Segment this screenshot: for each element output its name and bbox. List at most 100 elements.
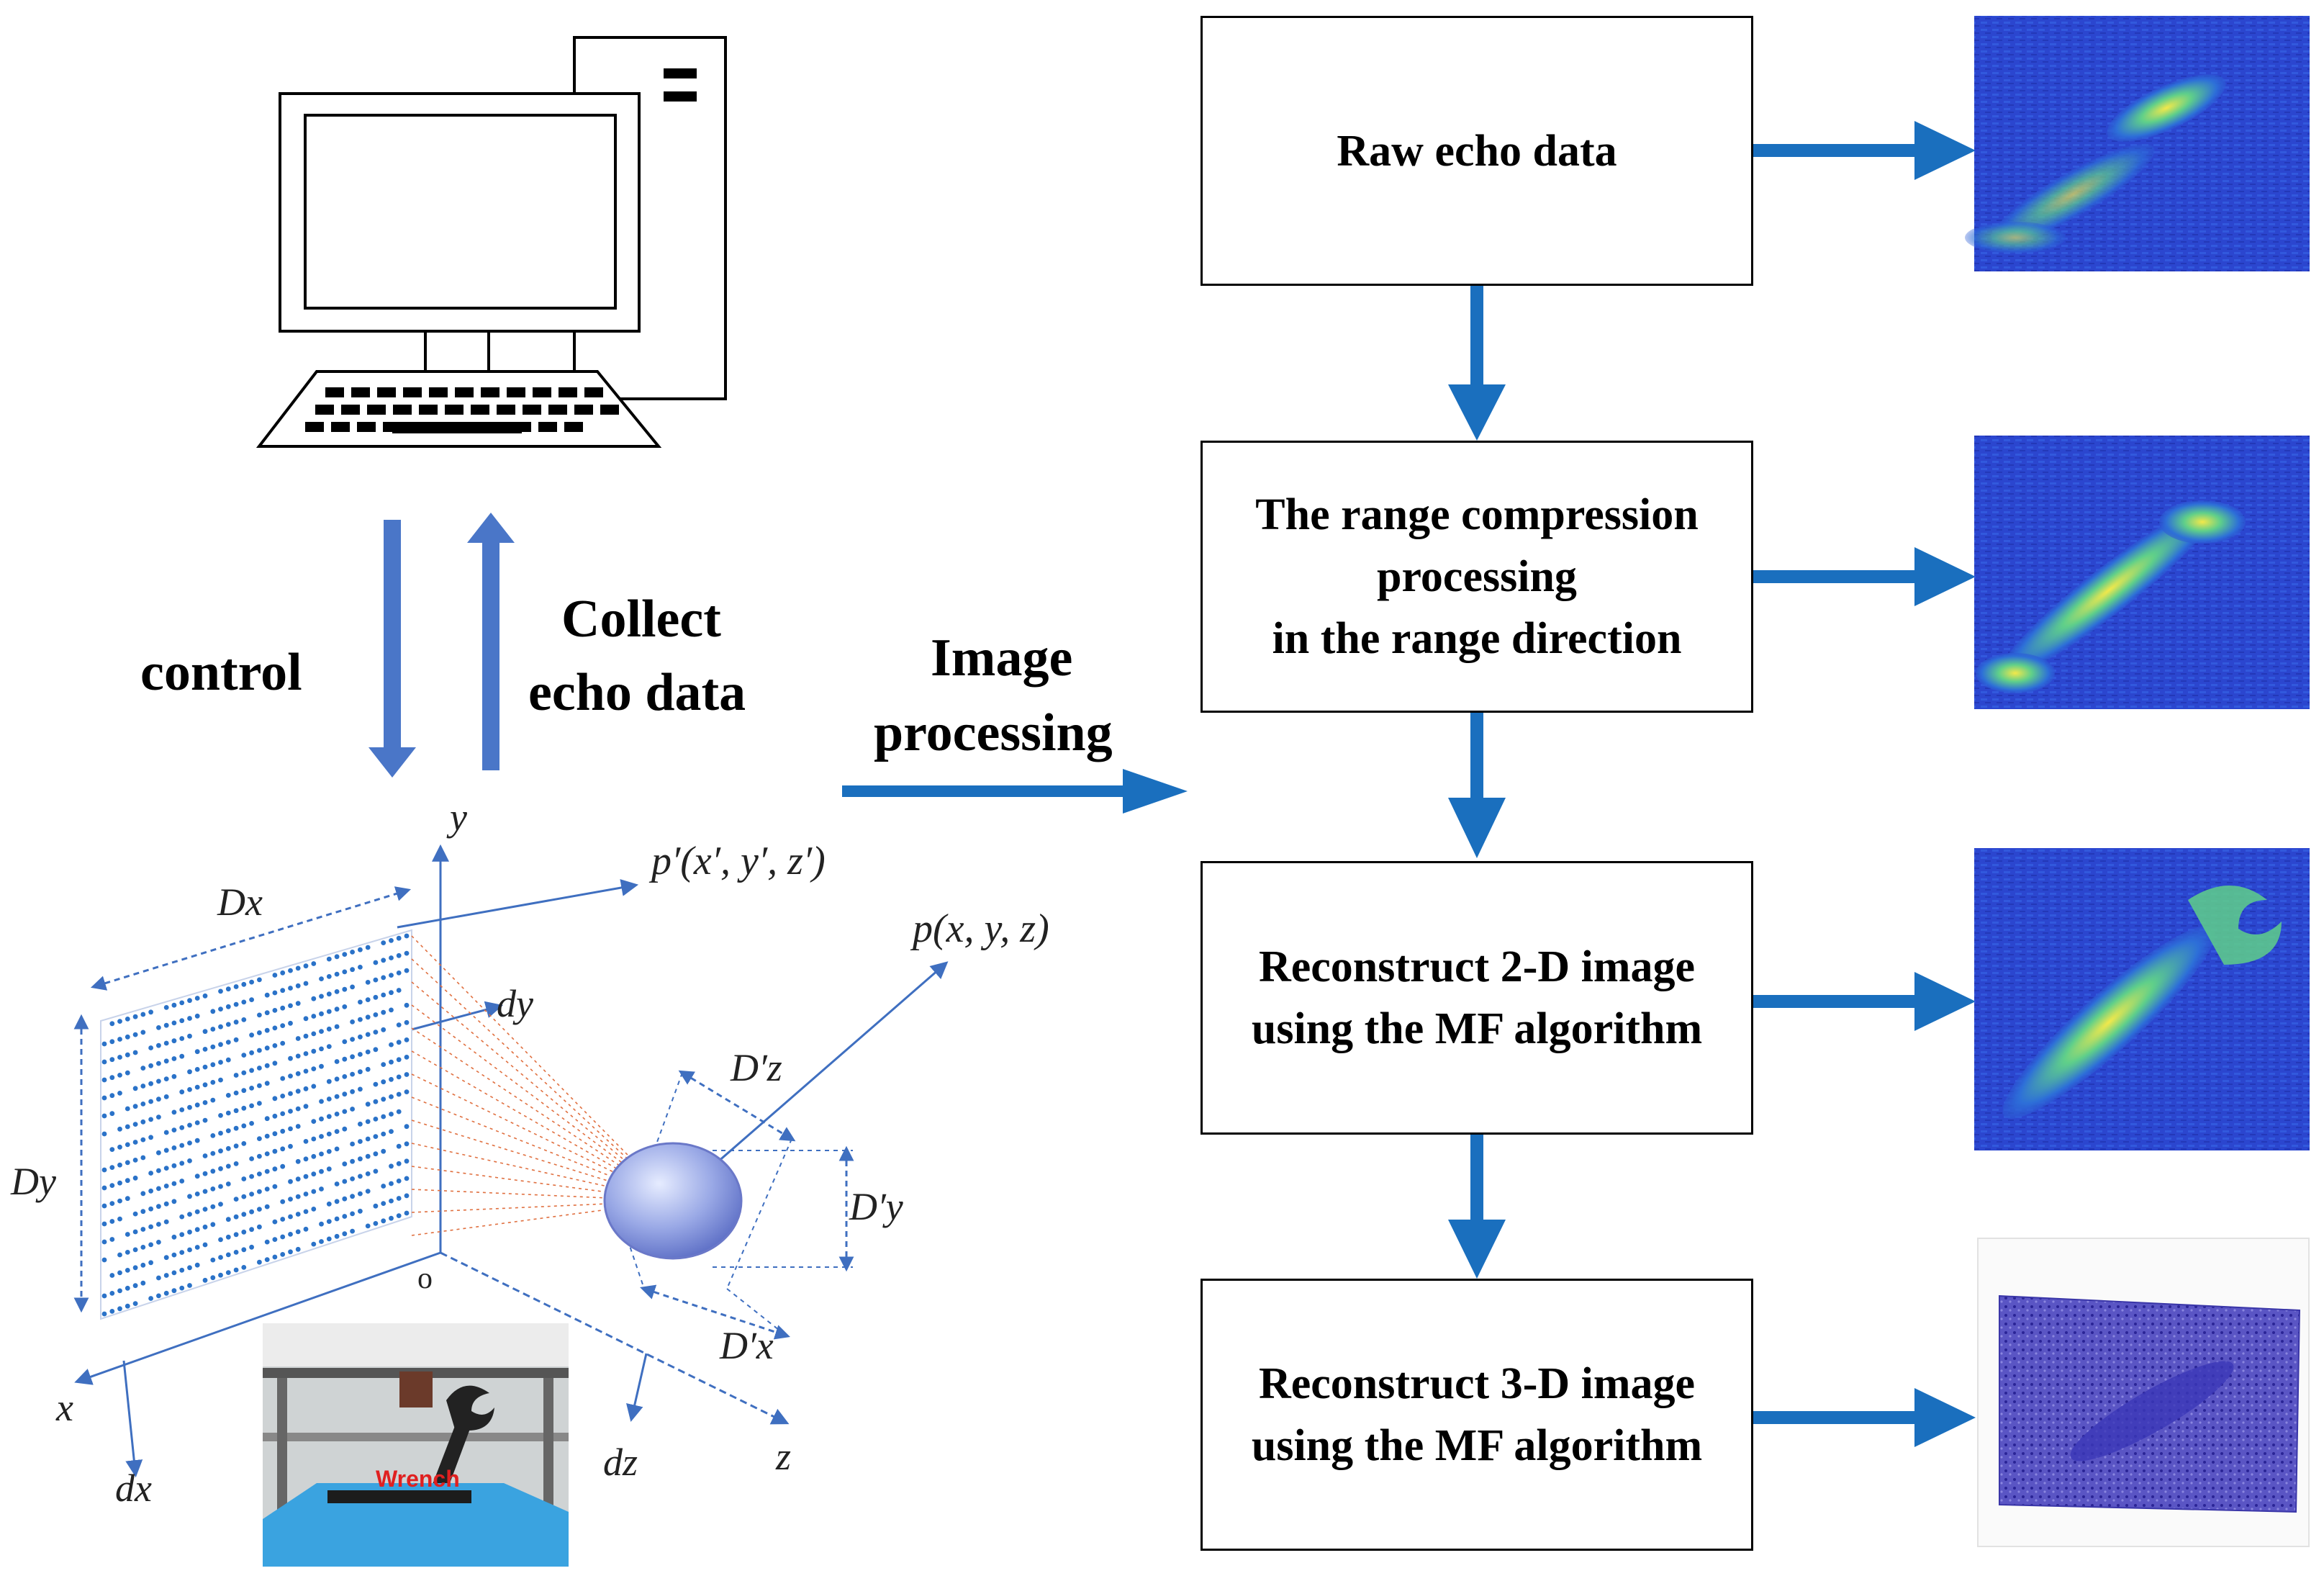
antenna-element [404,1193,410,1199]
antenna-element [288,1073,293,1078]
antenna-element [117,1252,122,1258]
antenna-element [389,1059,394,1065]
antenna-element [389,938,394,943]
antenna-element [171,1234,177,1240]
antenna-element [187,1087,192,1092]
antenna-element [288,1003,293,1009]
control-arrow [369,520,416,778]
antenna-element [140,1084,146,1089]
antenna-element [218,1113,223,1118]
antenna-element [101,1239,107,1245]
antenna-element [303,1068,309,1074]
antenna-element [311,1189,317,1194]
antenna-element [109,1021,115,1027]
antenna-element [194,1067,200,1072]
antenna-element [179,1232,185,1238]
antenna-element [389,1163,394,1169]
antenna-element [396,1074,402,1080]
antenna-element [156,1168,161,1174]
antenna-element [117,1055,122,1060]
antenna-element [132,1229,138,1235]
antenna-element [109,1039,115,1045]
antenna-element [179,1107,185,1112]
antenna-element [326,1131,332,1137]
antenna-element [295,1212,301,1217]
antenna-element [311,1136,317,1142]
antenna-element [125,1268,130,1273]
antenna-element [373,994,379,1000]
antenna-element [109,1057,115,1063]
antenna-element [148,1135,154,1140]
antenna-element [148,1045,154,1050]
antenna-element [101,1185,107,1191]
antenna-element [140,1245,146,1250]
antenna-element [303,963,309,969]
keyboard-key [429,387,448,397]
antenna-element [101,1059,107,1065]
antenna-element [288,1109,293,1114]
antenna-element [117,1162,122,1168]
antenna-element [156,1293,161,1299]
antenna-element [381,1201,386,1206]
antenna-element [171,1163,177,1168]
antenna-element [257,1030,262,1035]
antenna-element [257,1259,262,1265]
antenna-element [132,1104,138,1109]
antenna-element [381,1148,386,1154]
antenna-element [202,1277,208,1283]
antenna-element [187,1229,192,1235]
antenna-element [109,1093,115,1099]
step-line: in the range direction [1272,614,1682,663]
antenna-element [101,1041,107,1047]
antenna-element [241,1053,247,1058]
antenna-element [163,1201,169,1207]
dx-arrow [122,1360,143,1478]
antenna-element [187,1140,192,1145]
antenna-element [311,1066,317,1071]
antenna-element [140,1102,146,1107]
antenna-element [117,1144,122,1150]
computer-icon [256,36,727,448]
antenna-element [218,1237,223,1243]
antenna-element [218,1060,223,1065]
antenna-element [194,1245,200,1250]
antenna-element [311,1031,317,1037]
antenna-element [187,1069,192,1075]
antenna-element [381,1062,386,1067]
antenna-element [288,968,293,973]
antenna-element [350,1194,355,1199]
antenna-element [171,1073,177,1079]
antenna-element [218,1024,223,1030]
p-prime-vector [397,879,639,929]
antenna-element [264,1133,270,1139]
antenna-element [241,1088,247,1094]
antenna-element [365,980,371,985]
antenna-element [101,1257,107,1263]
antenna-element [148,1171,154,1176]
antenna-element [257,1048,262,1053]
antenna-element [241,1176,247,1181]
antenna-element [225,1004,231,1009]
antenna-element [389,1181,394,1186]
antenna-element [218,1202,223,1207]
antenna-element [358,1174,363,1179]
antenna-element [272,1043,278,1048]
antenna-element [210,1009,216,1014]
antenna-element [295,983,301,988]
antenna-element [311,1119,317,1124]
antenna-element [295,1176,301,1182]
antenna-element [288,1197,293,1202]
antenna-element [225,1163,231,1169]
keyboard-key [403,387,422,397]
antenna-element [319,1221,324,1227]
antenna-element [396,1196,402,1201]
antenna-element [225,1145,231,1151]
keyboard-spacebar [392,422,522,433]
antenna-element [373,1099,379,1104]
keyboard-key [419,405,438,415]
antenna-element [187,1212,192,1217]
ray-line [411,1166,674,1202]
antenna-element [396,1057,402,1063]
antenna-element [179,1018,185,1024]
ray-line [411,958,674,1202]
